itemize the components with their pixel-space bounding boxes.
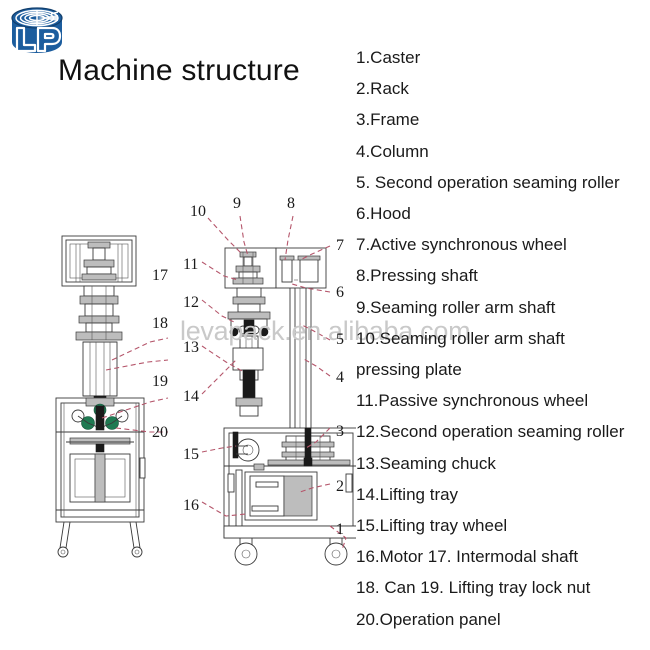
leader-lines-right-view	[201, 215, 347, 551]
parts-list-item: 3.Frame	[356, 110, 420, 130]
parts-list-item: 9.Seaming roller arm shaft	[356, 297, 556, 317]
parts-list-item: 5. Second operation seaming roller	[356, 172, 620, 192]
callout-4: 4	[336, 369, 344, 386]
callout-19: 19	[152, 373, 168, 390]
callout-7: 7	[336, 237, 344, 254]
machine-structure-diagram: .ln { fill:none; stroke:#3a3a3a; stroke-…	[0, 170, 356, 570]
parts-list-item: 4.Column	[356, 141, 429, 161]
callout-17: 17	[152, 267, 168, 284]
callout-3: 3	[336, 423, 344, 440]
callout-13: 13	[183, 339, 199, 356]
callout-9: 9	[233, 195, 241, 212]
callout-8: 8	[287, 195, 295, 212]
parts-list-item: 12.Second operation seaming roller	[356, 422, 625, 442]
front-elevation-machine-view	[55, 235, 146, 558]
parts-list-item: 8.Pressing shaft	[356, 266, 478, 286]
page-title: Machine structure	[58, 54, 300, 87]
callout-5: 5	[336, 331, 344, 348]
callout-12: 12	[183, 294, 199, 311]
parts-list-item: 2.Rack	[356, 79, 409, 99]
parts-list-item: 7.Active synchronous wheel	[356, 235, 567, 255]
parts-legend-list: 1.Caster 2.Rack 3.Frame 4.Column 5. Seco…	[356, 42, 648, 635]
lp-can-logo-icon	[6, 2, 68, 64]
callout-11: 11	[183, 256, 199, 273]
callout-15: 15	[183, 446, 199, 463]
parts-list-item: 6.Hood	[356, 204, 411, 224]
leader-lines-left-view	[101, 337, 169, 433]
callout-20: 20	[152, 424, 168, 441]
callout-1: 1	[336, 521, 344, 538]
parts-list-item: 14.Lifting tray	[356, 484, 459, 504]
callout-2: 2	[336, 478, 344, 495]
parts-list-item: 20.Operation panel	[356, 609, 501, 629]
callout-18: 18	[152, 315, 168, 332]
parts-list-item: 11.Passive synchronous wheel	[356, 391, 589, 411]
parts-list-item: 13.Seaming chuck	[356, 453, 496, 473]
parts-list-item: 16.Motor 17. Intermodal shaft	[356, 547, 579, 567]
parts-list-item-continuation: pressing plate	[356, 360, 462, 380]
side-elevation-machine-view	[223, 247, 356, 566]
parts-list-item: 10.Seaming roller arm shaft	[356, 328, 565, 348]
callout-14: 14	[183, 388, 199, 405]
parts-list-item: 15.Lifting tray wheel	[356, 516, 508, 536]
parts-list-item: 1.Caster	[356, 48, 421, 67]
callout-10: 10	[190, 203, 206, 220]
callout-6: 6	[336, 284, 344, 301]
callout-16: 16	[183, 497, 199, 514]
parts-list-item: 18. Can 19. Lifting tray lock nut	[356, 578, 591, 598]
